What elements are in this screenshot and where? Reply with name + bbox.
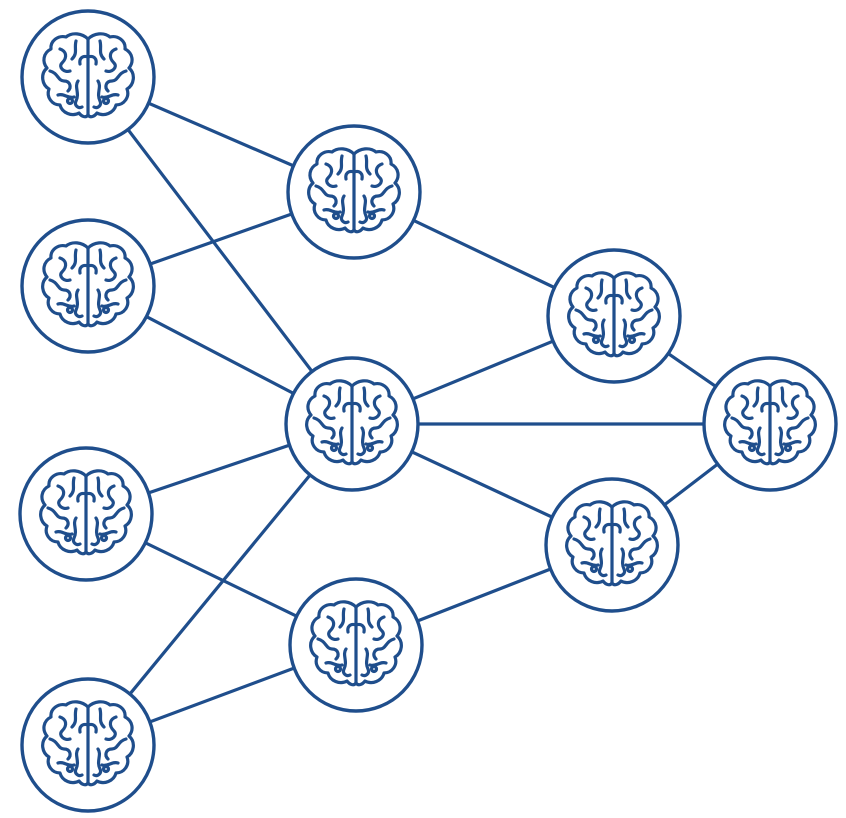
edge-input-4-to-hidden-1-2 (86, 422, 354, 747)
node-hidden-1-1 (286, 124, 422, 260)
node-input-2 (20, 218, 156, 354)
node-input-4 (20, 677, 156, 813)
edge-input-1-to-hidden-1-2 (86, 75, 354, 426)
node-hidden-2-1 (546, 248, 682, 384)
nodes (18, 9, 838, 813)
node-input-3 (18, 446, 154, 582)
node-output-1 (702, 356, 838, 492)
node-hidden-1-2 (284, 356, 420, 492)
node-hidden-2-2 (544, 477, 680, 613)
node-hidden-1-3 (288, 577, 424, 713)
connections (84, 75, 772, 747)
node-input-1 (20, 9, 156, 145)
